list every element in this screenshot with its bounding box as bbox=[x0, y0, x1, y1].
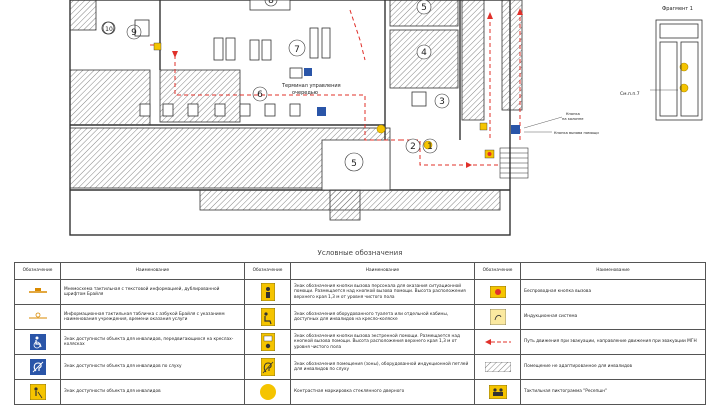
terminal-label: Терминал управления bbox=[281, 83, 341, 89]
wireless-call-button-icon bbox=[474, 279, 521, 305]
contrast-markers bbox=[376, 62, 689, 150]
terminal-label-line2: очередью bbox=[292, 90, 318, 96]
legend-row: Информационная тактильная табличка с азб… bbox=[14, 304, 706, 330]
safe-zone-icon bbox=[474, 379, 521, 405]
legend-text: Контрастная маркировка стеклянного дверн… bbox=[290, 379, 475, 405]
header-symbol-3: Обозначение bbox=[474, 262, 521, 280]
room-number-8: 8 bbox=[268, 0, 274, 6]
header-symbol-2: Обозначение bbox=[244, 262, 291, 280]
wheelchair-icon bbox=[14, 329, 61, 355]
evacuation-arrows bbox=[172, 8, 523, 168]
room-number-3: 3 bbox=[439, 97, 445, 107]
legend-text: Знак доступности объекта для инвалидов, … bbox=[60, 329, 245, 355]
legend-text: Тактильная пиктограмма "Ресепшн" bbox=[520, 379, 706, 405]
legend-row: Мнемосхема тактильная с текстовой информ… bbox=[14, 279, 706, 305]
hatched-areas bbox=[69, 0, 523, 221]
legend-row: Знак доступности объекта для инвалидов п… bbox=[14, 354, 706, 380]
legend-text: Мнемосхема тактильная с текстовой информ… bbox=[60, 279, 245, 305]
tactile-map-icon bbox=[14, 279, 61, 305]
legend-text: Знак обозначения помещения (зоны), обору… bbox=[290, 354, 475, 380]
legend-text: Знак обозначения кнопки вызова экстренно… bbox=[290, 329, 475, 355]
legend-text: Знак обозначения кнопки вызова персонала… bbox=[290, 279, 475, 305]
stair bbox=[499, 147, 529, 179]
legend-text: Беспроводная кнопка вызова bbox=[520, 279, 706, 305]
legend-text: Информационная тактильная табличка с азб… bbox=[60, 304, 245, 330]
evacuation-route-icon bbox=[474, 329, 521, 355]
call-button-door-label: Кнопка вызова помощи bbox=[554, 131, 599, 135]
room-number-7: 7 bbox=[294, 45, 300, 55]
room-number-2: 2 bbox=[410, 142, 416, 152]
access-signs bbox=[101, 21, 520, 159]
floor-plan: 10 9 8 7 6 5 4 3 2 1 5 Терминал управлен… bbox=[69, 0, 703, 236]
yellow-circle-icon bbox=[244, 379, 291, 405]
room-number-5-bottom: 5 bbox=[351, 159, 357, 169]
hatch-icon bbox=[474, 354, 521, 380]
fragment-1 bbox=[650, 19, 703, 121]
room-number-9: 9 bbox=[131, 28, 137, 38]
induction-system-icon bbox=[474, 304, 521, 330]
legend-header-row: Обозначение Наименование Обозначение Наи… bbox=[14, 262, 706, 280]
legend-text: Знак доступности объекта для инвалидов bbox=[60, 379, 245, 405]
call-button-column-label-2: на колонне bbox=[562, 117, 584, 121]
legend-text: Знак обозначения оборудованного туалета … bbox=[290, 304, 475, 330]
plan-labels: Терминал управления очередью Кнопка на к… bbox=[281, 83, 599, 135]
header-name-1: Наименование bbox=[60, 262, 245, 280]
waiting-seats bbox=[134, 0, 427, 117]
call-button-column-label: Кнопка bbox=[566, 112, 580, 116]
legend-text: Путь движения при эвакуации, направление… bbox=[520, 329, 706, 355]
room-number-5-top: 5 bbox=[421, 3, 427, 13]
room-numbers: 10 9 8 7 6 5 4 3 2 1 5 bbox=[102, 0, 450, 172]
vision-icon bbox=[14, 379, 61, 405]
room-number-6: 6 bbox=[257, 90, 263, 100]
see-reference: См.п.п.7 bbox=[620, 91, 640, 97]
header-name-2: Наименование bbox=[290, 262, 475, 280]
induction-sign-icon bbox=[244, 354, 291, 380]
room-number-10: 10 bbox=[105, 26, 113, 33]
legend-table: Обозначение Наименование Обозначение Наи… bbox=[14, 262, 706, 405]
legend: Условные обозначения Обозначение Наимено… bbox=[0, 249, 720, 405]
legend-text: Помещение не адаптированное для инвалидо… bbox=[520, 354, 706, 380]
call-staff-sign-icon bbox=[244, 279, 291, 305]
braille-plate-icon bbox=[14, 304, 61, 330]
room-number-4: 4 bbox=[421, 48, 427, 58]
header-symbol-1: Обозначение bbox=[14, 262, 61, 280]
header-name-3: Наименование bbox=[520, 262, 706, 280]
legend-text: Знак доступности объекта для инвалидов п… bbox=[60, 354, 245, 380]
wc-sign-icon bbox=[244, 304, 291, 330]
legend-title: Условные обозначения bbox=[317, 249, 403, 257]
room-number-1: 1 bbox=[427, 142, 433, 152]
legend-row: Знак доступности объекта для инвалидов К… bbox=[14, 379, 706, 405]
legend-row: Знак доступности объекта для инвалидов, … bbox=[14, 329, 706, 355]
legend-text: Индукционная система bbox=[520, 304, 706, 330]
fragment-title: Фрагмент 1 bbox=[662, 6, 693, 12]
hearing-icon bbox=[14, 354, 61, 380]
sos-sign-icon bbox=[244, 329, 291, 355]
